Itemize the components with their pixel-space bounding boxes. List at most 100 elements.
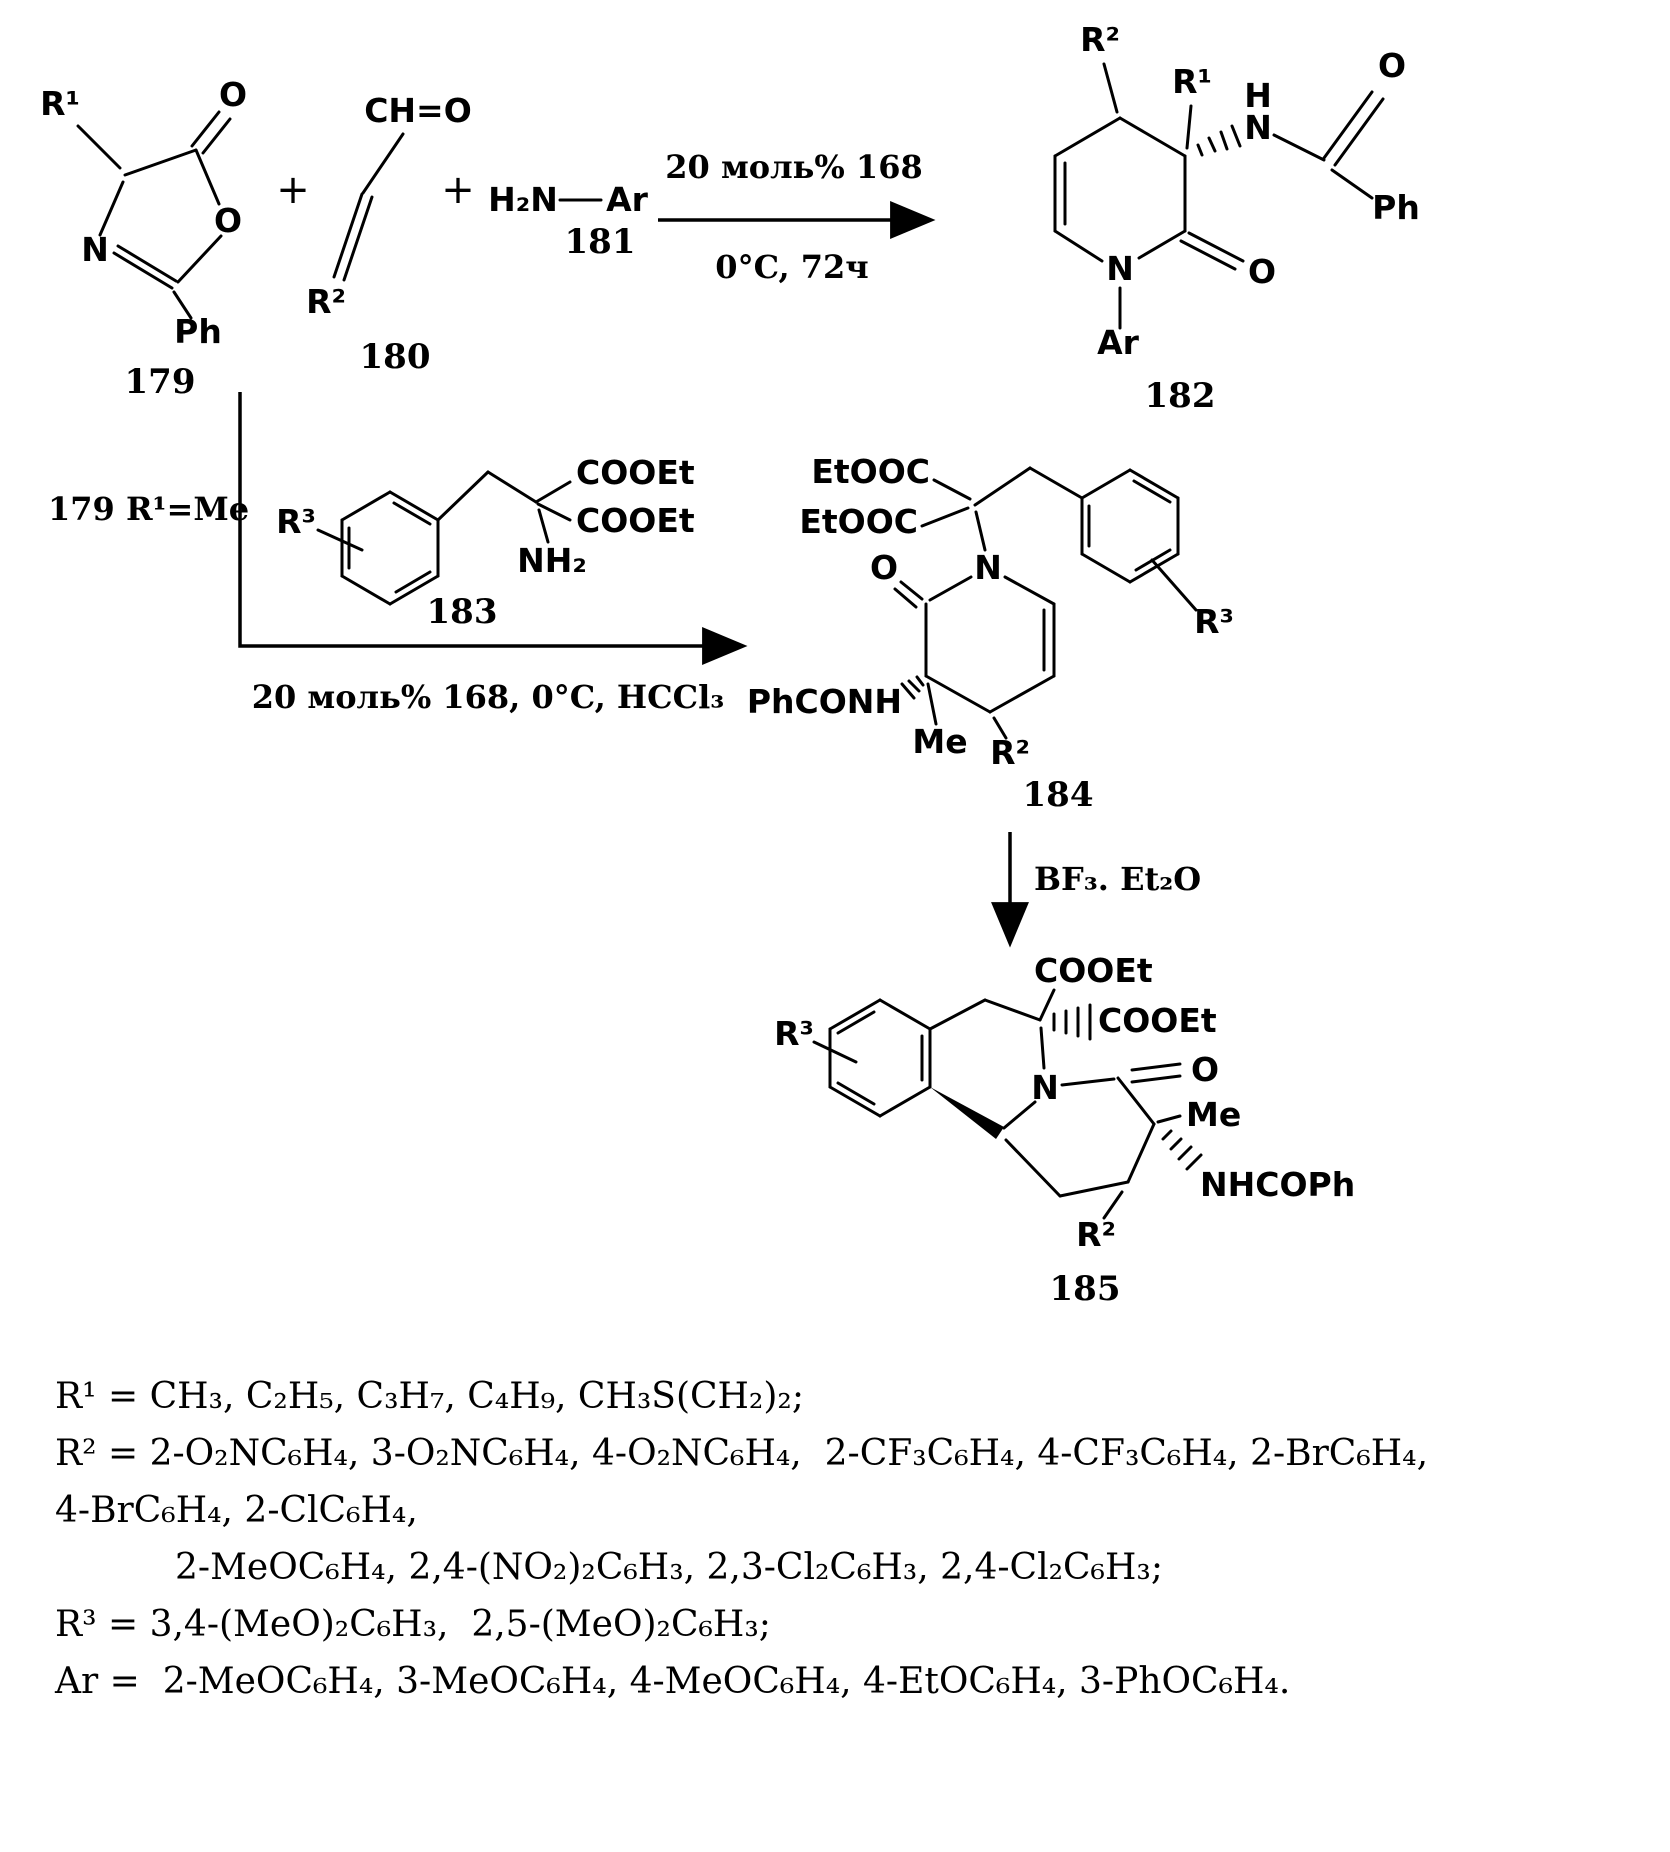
bond [1185, 104, 1193, 150]
double-bond [1130, 1074, 1182, 1084]
nh2-label: NH₂ [517, 541, 587, 580]
ring-bond [1060, 1077, 1116, 1087]
compound-number-184: 184 [1023, 775, 1094, 815]
ring-bond [1053, 229, 1104, 263]
plus-sign: + [276, 167, 310, 213]
ring-bond [878, 998, 932, 1031]
compound-179: R¹ O O N Ph 179 [40, 75, 247, 402]
hash-bond [900, 682, 916, 700]
reaction-arrow [238, 392, 748, 665]
reaction-arrow-2: 179 R¹=Me 20 моль% 168, 0°C, HCCl₃ [48, 392, 748, 716]
bond [534, 480, 572, 504]
aromatic-inner-bond [394, 570, 432, 594]
ring-bond [1118, 116, 1187, 158]
double-bond [1322, 90, 1374, 160]
reaction-arrow-1: 20 моль% 168 0°C, 72ч [658, 148, 936, 286]
etooc-label: EtOOC [799, 502, 918, 541]
ring-bond [1137, 229, 1187, 260]
hash-bond [1230, 124, 1242, 148]
bond [486, 470, 538, 504]
ring-bond [828, 998, 882, 1031]
hash-bond [1161, 1129, 1173, 1141]
ring-bond [1053, 116, 1122, 158]
ring-bond [983, 998, 1042, 1022]
ring-o-label: O [1191, 1050, 1219, 1089]
ring-bond [878, 1085, 932, 1118]
bond [1102, 62, 1119, 114]
ring-bond [1128, 468, 1180, 500]
ring-bond [340, 490, 392, 522]
double-bond [899, 580, 924, 601]
amide-h-label: H [1244, 76, 1272, 115]
bond [1150, 558, 1198, 612]
double-bond [112, 251, 174, 290]
double-bond [1179, 239, 1237, 271]
ring-o-label: O [214, 201, 242, 240]
ring-bond [1004, 1138, 1062, 1198]
compound-181: H₂N Ar 181 [488, 180, 648, 262]
ring-bond [194, 148, 221, 206]
aromatic-inner-bond [1132, 479, 1172, 504]
conditions-right: BF₃. Et₂O [1034, 860, 1201, 898]
compound-number-185: 185 [1050, 1269, 1121, 1309]
h2n-label: H₂N [488, 180, 558, 219]
reaction-arrow-3: BF₃. Et₂O [991, 832, 1201, 948]
compound-number-181: 181 [565, 222, 636, 262]
ar-label: Ar [1097, 323, 1140, 362]
bond [992, 716, 1008, 740]
legend-line-r1: R¹ = CH₃, C₂H₅, C₃H₇, C₄H₉, CH₃S(CH₂)₂; [55, 1376, 804, 1417]
aromatic-inner-bond [836, 1010, 876, 1035]
cooet-label: COOEt [576, 501, 695, 540]
bond [1330, 168, 1374, 200]
me-label: Me [1186, 1095, 1241, 1134]
ring-bond [1128, 552, 1180, 584]
hash-bond [1185, 1153, 1203, 1171]
ring-n-label: N [81, 230, 109, 269]
legend-line-ar: Ar = 2-MeOC₆H₄, 3-MeOC₆H₄, 4-MeOC₆H₄, 4-… [55, 1661, 1291, 1702]
bond [76, 124, 122, 170]
bond [1028, 466, 1084, 500]
ring-n-label: N [1031, 1068, 1059, 1107]
legend-line-r2a: R² = 2-O₂NC₆H₄, 3-O₂NC₆H₄, 4-O₂NC₆H₄, 2-… [55, 1433, 1429, 1474]
r2-label: R² [990, 733, 1030, 772]
ar-label: Ar [606, 180, 649, 219]
bond [1038, 988, 1056, 1022]
ring-bond [176, 234, 223, 284]
r3-label: R³ [774, 1014, 814, 1053]
ring-n-label: N [1106, 249, 1134, 288]
bond [974, 510, 987, 552]
double-bond [116, 244, 178, 283]
ring-bond [988, 674, 1056, 714]
double-bond [1333, 97, 1385, 167]
bond [536, 502, 572, 522]
double-bond [893, 587, 918, 609]
nhcoph-label: NHCOPh [1200, 1165, 1355, 1204]
legend-line-r2c: 2-MeOC₆H₄, 2,4-(NO₂)₂C₆H₃, 2,3-Cl₂C₆H₃, … [175, 1547, 1163, 1588]
double-bond [190, 110, 221, 148]
compound-number-180: 180 [360, 337, 431, 377]
r2-label: R² [306, 282, 346, 321]
conditions-below: 20 моль% 168, 0°C, HCCl₃ [252, 678, 725, 716]
ring-bond [1058, 1180, 1130, 1198]
bond [436, 470, 490, 522]
bond [1102, 1190, 1124, 1220]
bond [1272, 133, 1326, 162]
hash-bond [1219, 130, 1229, 151]
reaction-scheme: R¹ O O N Ph 179 + CH=O R² 180 + H₂N Ar 1… [40, 20, 1420, 1309]
ring-bond [924, 674, 992, 714]
compound-number-183: 183 [427, 592, 498, 632]
ring-bond [1116, 1076, 1156, 1126]
ring-bond [1080, 468, 1132, 500]
carbonyl-o-label: O [219, 75, 247, 114]
ring-bond [828, 1085, 882, 1118]
r2-label: R² [1080, 20, 1120, 59]
hash-bond [1207, 136, 1217, 153]
double-bond [342, 195, 374, 282]
r2-label: R² [1076, 1215, 1116, 1254]
hash-bond [915, 675, 925, 687]
ring-bond [340, 574, 392, 606]
substituent-legend: R¹ = CH₃, C₂H₅, C₃H₇, C₄H₉, CH₃S(CH₂)₂; … [55, 1368, 1650, 1710]
cooet-label: COOEt [576, 453, 695, 492]
cooet-label: COOEt [1034, 951, 1153, 990]
conditions-below: 0°C, 72ч [715, 248, 868, 286]
